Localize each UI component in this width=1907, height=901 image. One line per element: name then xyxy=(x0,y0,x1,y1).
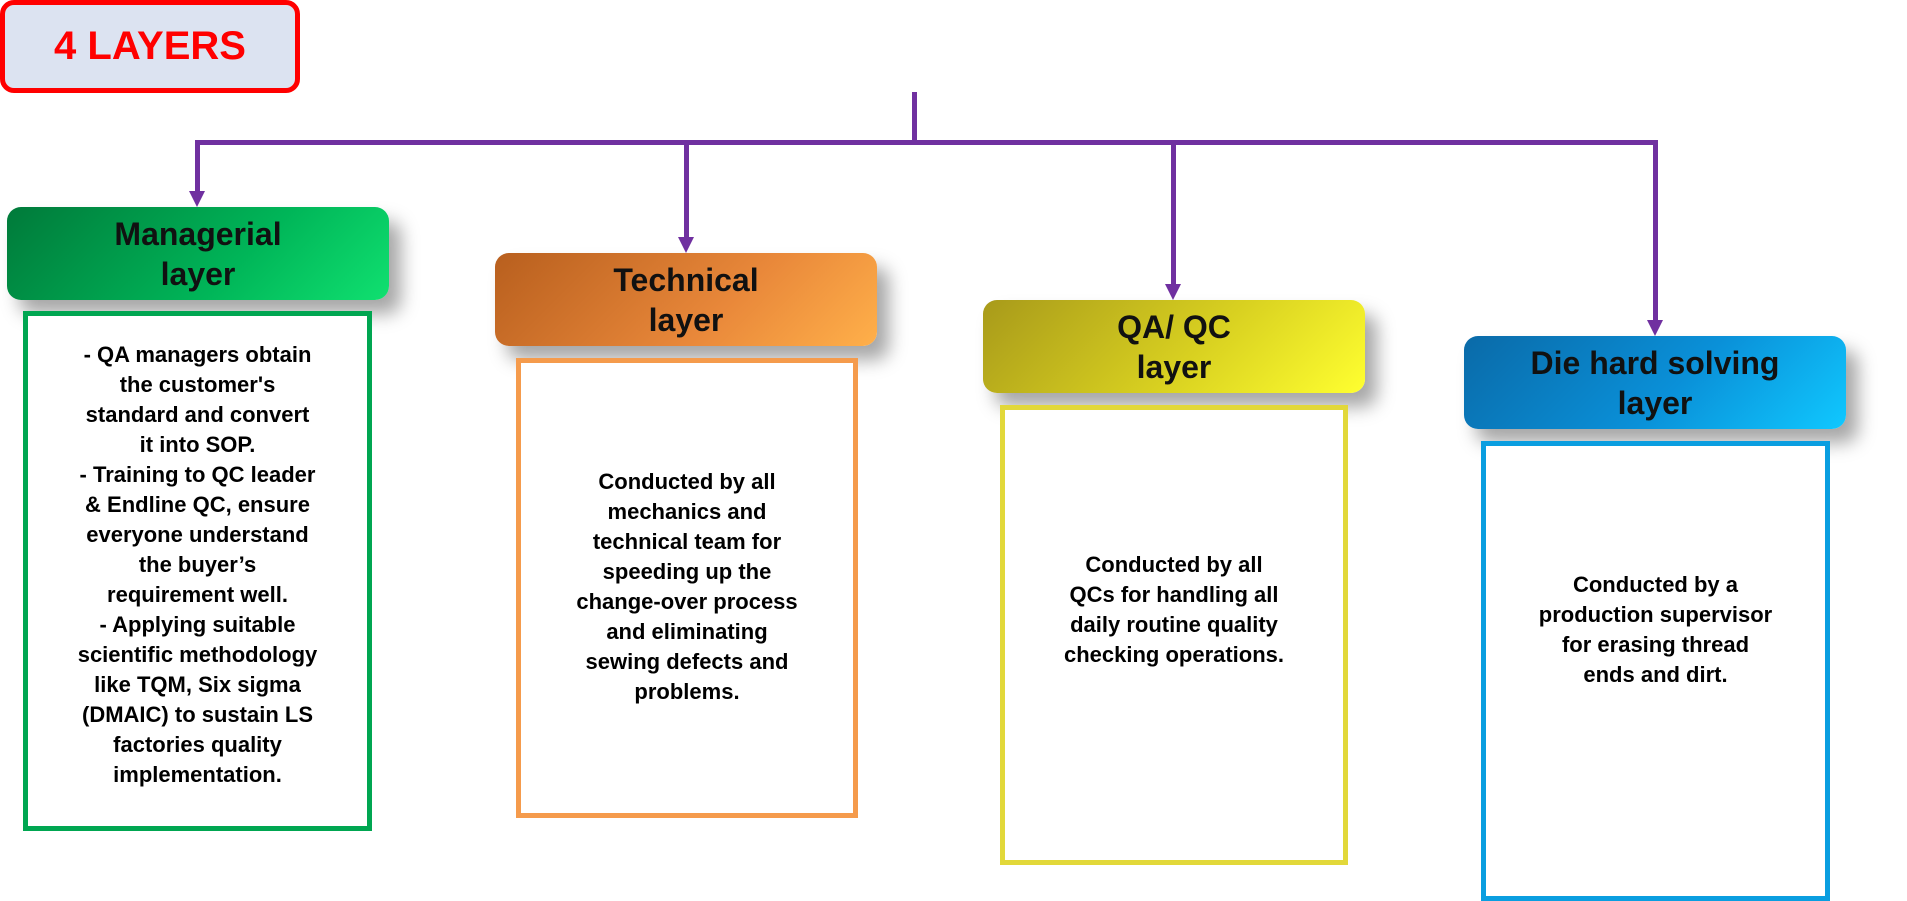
text-line: production supervisor xyxy=(1538,602,1773,627)
text-line: ends and dirt. xyxy=(1583,662,1728,687)
text-line: - Applying suitable xyxy=(99,612,296,637)
text-line: sewing defects and xyxy=(585,649,789,674)
connector-drop-2 xyxy=(684,140,689,238)
text-line: QCs for handling all xyxy=(1069,582,1279,607)
text-line: the customer's xyxy=(119,372,276,397)
text-line: the buyer’s xyxy=(138,552,257,577)
text-line: it into SOP. xyxy=(139,432,256,457)
connector-drop-1 xyxy=(195,140,200,192)
header-line: layer xyxy=(1136,348,1212,385)
text-line: daily routine quality xyxy=(1070,612,1278,637)
text-line: like TQM, Six sigma xyxy=(94,672,301,697)
arrow-1-icon xyxy=(189,191,205,207)
text-line: implementation. xyxy=(113,762,282,787)
header-line: Technical xyxy=(613,261,759,298)
connector-drop-4 xyxy=(1653,140,1658,321)
text-line: technical team for xyxy=(592,529,782,554)
technical-layer-box: Conducted by all mechanics and technical t… xyxy=(516,358,858,818)
arrow-3-icon xyxy=(1165,284,1181,300)
header-line: layer xyxy=(648,301,724,338)
text-line: and eliminating xyxy=(606,619,768,644)
header-line: QA/ QC xyxy=(1117,308,1231,345)
text-line: Conducted by all xyxy=(598,469,776,494)
text-line: scientific methodology xyxy=(77,642,318,667)
header-line: layer xyxy=(1617,384,1693,421)
title-box: 4 LAYERS xyxy=(0,0,300,93)
text-line: change-over process xyxy=(576,589,798,614)
die-hard-solving-layer-box: Conducted by a production supervisor for e… xyxy=(1481,441,1830,901)
arrow-4-icon xyxy=(1647,320,1663,336)
arrow-2-icon xyxy=(678,237,694,253)
text-line: (DMAIC) to sustain LS xyxy=(82,702,313,727)
managerial-layer-box: - QA managers obtain the customer's standa… xyxy=(23,311,372,831)
text-line: requirement well. xyxy=(107,582,288,607)
managerial-description: - QA managers obtain the customer's standa… xyxy=(28,340,367,790)
text-line: problems. xyxy=(634,679,740,704)
header-line: Die hard solving xyxy=(1530,344,1780,381)
header-line: layer xyxy=(160,255,236,292)
text-line: Conducted by a xyxy=(1572,572,1738,597)
text-line: mechanics and xyxy=(607,499,767,524)
text-line: checking operations. xyxy=(1063,642,1285,667)
connector-drop-3 xyxy=(1171,140,1176,285)
text-line: everyone understand xyxy=(86,522,309,547)
header-line: Managerial xyxy=(114,215,282,252)
text-line: - Training to QC leader xyxy=(79,462,316,487)
connector-bar xyxy=(195,140,1657,145)
text-line: factories quality xyxy=(113,732,282,757)
text-line: speeding up the xyxy=(602,559,772,584)
die-hard-description: Conducted by a production supervisor for e… xyxy=(1486,570,1825,690)
text-line: Conducted by all xyxy=(1085,552,1263,577)
text-line: standard and convert xyxy=(85,402,310,427)
text-line: - QA managers obtain xyxy=(83,342,312,367)
text-line: for erasing thread xyxy=(1561,632,1750,657)
technical-description: Conducted by all mechanics and technical t… xyxy=(521,467,853,707)
text-line: & Endline QC, ensure xyxy=(85,492,310,517)
connector-trunk xyxy=(912,92,917,144)
title-text: 4 LAYERS xyxy=(54,24,246,68)
